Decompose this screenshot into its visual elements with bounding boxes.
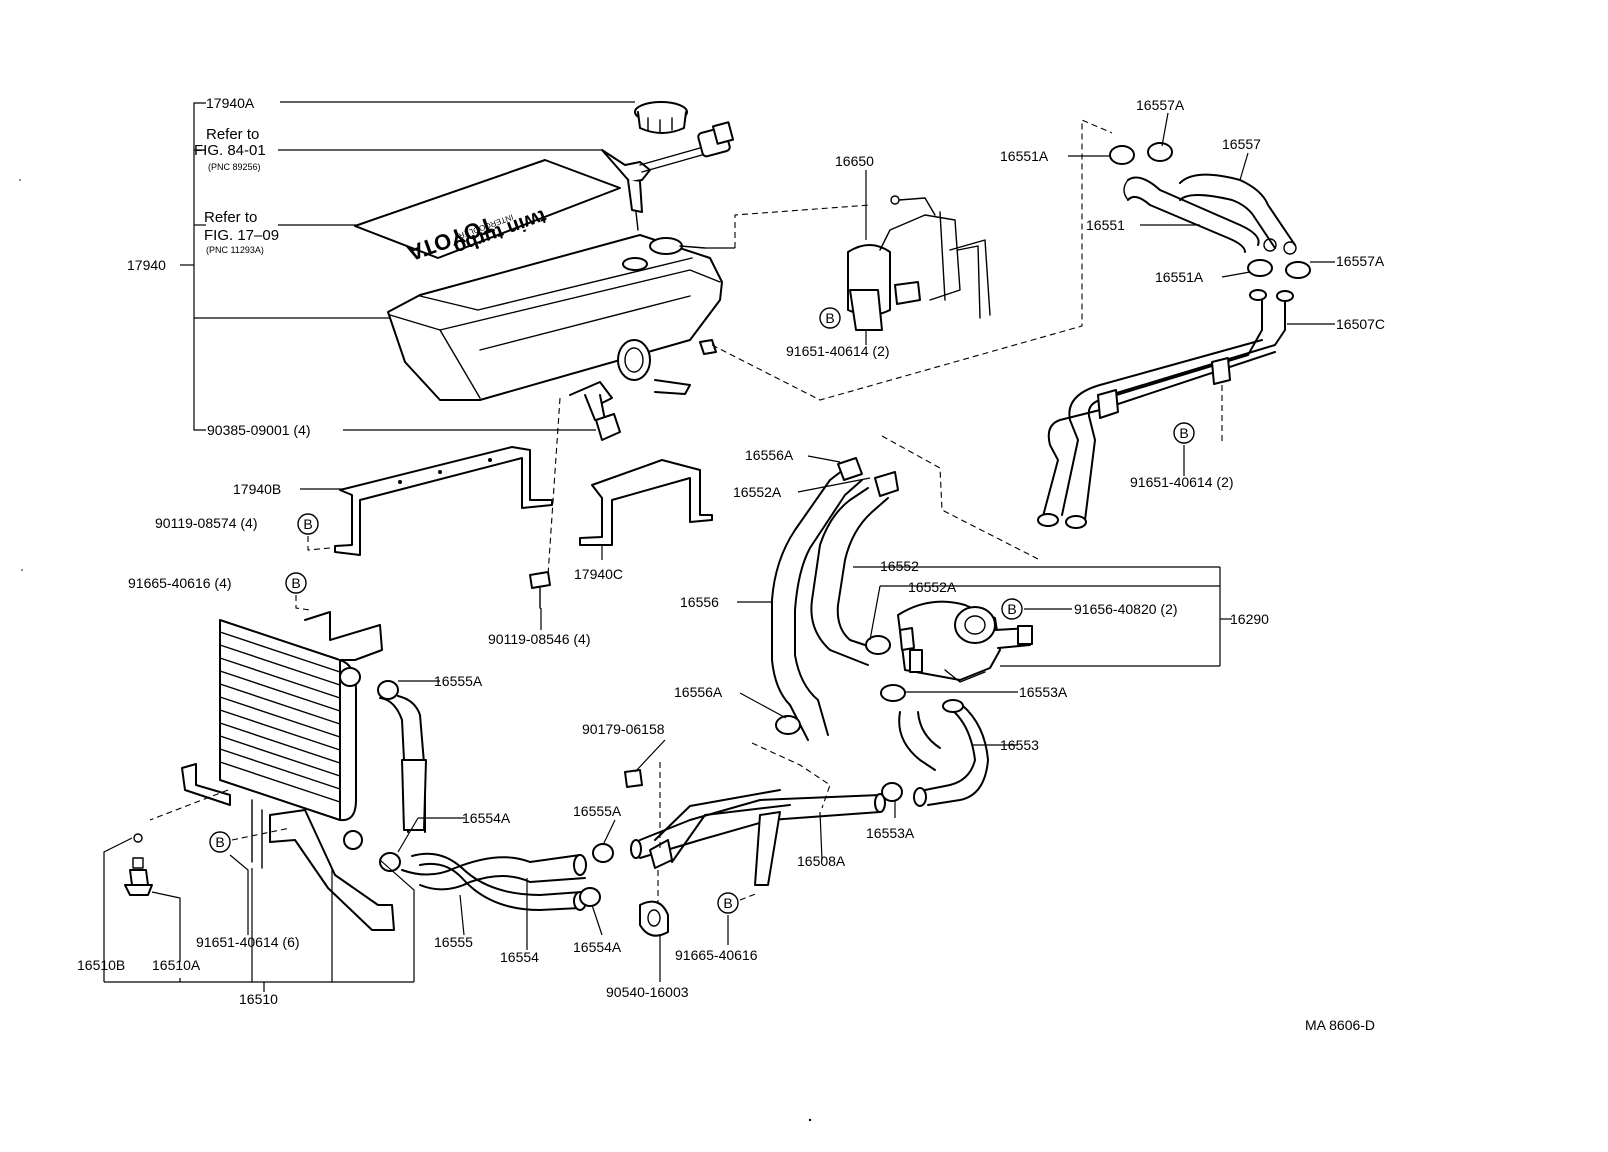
svg-text:B: B [1179,425,1188,441]
label-16510: 16510 [239,991,278,1007]
label-91656: 91656-40820 (2) [1074,601,1178,617]
bracket-17940B [300,446,553,556]
clamps-center [775,635,906,735]
valve-16650 [847,170,991,331]
label-90119-08574: 90119-08574 (4) [155,515,257,531]
hose-16551 [1123,176,1260,253]
label-91651-top: 91651-40614 (2) [786,343,890,359]
bolt-90119-08546 [529,397,561,630]
drain-plug-16510A [124,833,153,896]
label-16557: 16557 [1222,136,1261,152]
label-17940C: 17940C [574,566,623,582]
label-refer-84-l1: Refer to [206,126,259,143]
grommet-90540 [639,900,669,937]
label-17940B: 17940B [233,481,281,497]
clamps-bottom-mid [579,769,643,907]
intercooler-tank [387,234,735,421]
label-16556A-top: 16556A [745,447,794,463]
figure-code: MA 8606-D [1305,1017,1375,1033]
label-16553A-top: 16553A [1019,684,1068,700]
hose-16557 [1179,173,1296,249]
label-16555: 16555 [434,934,473,950]
label-16553: 16553 [1000,737,1039,753]
label-91665-40616: 91665-40616 [675,947,758,963]
bolt-symbol-b-3: B [297,513,331,551]
label-91651-bot: 91651-40614 (6) [196,934,300,950]
bolt-symbol-b-1: B [819,307,841,329]
group-17940-bracket [180,102,400,431]
tank-cover-plate: TOYOTA INTERCOOLER twin turbo [278,159,621,266]
label-16551: 16551 [1086,217,1125,233]
level-sensor [278,121,735,231]
label-16507C: 16507C [1336,316,1385,332]
label-16650: 16650 [835,153,874,169]
label-refer-84-l2: FIG. 84-01 [194,142,266,159]
hose-16552 [810,471,899,666]
label-16553A-bot: 16553A [866,825,915,841]
pipe-16508A [630,782,903,886]
label-16554A-left: 16554A [462,810,511,826]
label-16510A: 16510A [152,957,201,973]
label-90540: 90540-16003 [606,984,689,1000]
svg-text:B: B [825,310,834,326]
label-16555A-left: 16555A [434,673,483,689]
label-16557A-mid: 16557A [1336,253,1385,269]
water-pump-16290 [897,600,1033,683]
label-16551A-top: 16551A [1000,148,1049,164]
svg-text:B: B [215,834,224,850]
bolt-symbol-b-2: B [1173,422,1195,444]
label-16508A: 16508A [797,853,846,869]
label-17940: 17940 [127,257,166,273]
svg-text:B: B [291,575,300,591]
label-17940A: 17940A [206,95,255,111]
label-16552A-top: 16552A [733,484,782,500]
label-refer-17-l1: Refer to [204,209,257,226]
label-refer-84-l3: (PNC 89256) [208,162,261,172]
label-16554: 16554 [500,949,539,965]
label-refer-17-l3: (PNC 11293A) [206,245,264,255]
svg-text:B: B [1007,601,1016,617]
label-16557A-top: 16557A [1136,97,1185,113]
hose-16556 [771,457,863,741]
label-16556: 16556 [680,594,719,610]
bolt-symbol-b-6: B [209,827,291,853]
label-16510B: 16510B [77,957,125,973]
leader-lines [103,112,1335,992]
label-16552A-mid: 16552A [908,579,957,595]
hose-16555 [377,680,587,891]
svg-text:B: B [303,516,312,532]
label-16552: 16552 [880,558,919,574]
hose-16553 [898,699,989,807]
svg-text:B: B [723,895,732,911]
label-16556A-mid: 16556A [674,684,723,700]
label-16554A-bot: 16554A [573,939,622,955]
bolt-symbol-b-7: B [717,892,759,914]
bolt-symbol-b-5: B [1001,598,1023,620]
label-16551A-mid: 16551A [1155,269,1204,285]
label-refer-17-l2: FIG. 17–09 [204,227,279,244]
label-91665-40616-4: 91665-40616 (4) [128,575,232,591]
label-90119-08546: 90119-08546 (4) [488,631,590,647]
pipe-16507C [1037,289,1294,529]
bracket-17940C [579,459,713,560]
radiator-cap-17940A [280,101,688,134]
clamps-top-right [1109,142,1311,279]
bolt-symbol-b-4: B [285,572,311,611]
hose-16554 [379,852,587,911]
label-90385: 90385-09001 (4) [207,422,311,438]
oil-cooler-16510 [181,611,395,931]
label-16555A-mid: 16555A [573,803,622,819]
label-16290: 16290 [1230,611,1269,627]
rubber-mount-90385 [343,413,621,441]
label-91651-right: 91651-40614 (2) [1130,474,1234,490]
label-90179: 90179-06158 [582,721,665,737]
part-labels: 17940A Refer to FIG. 84-01 (PNC 89256) R… [77,95,1385,1033]
